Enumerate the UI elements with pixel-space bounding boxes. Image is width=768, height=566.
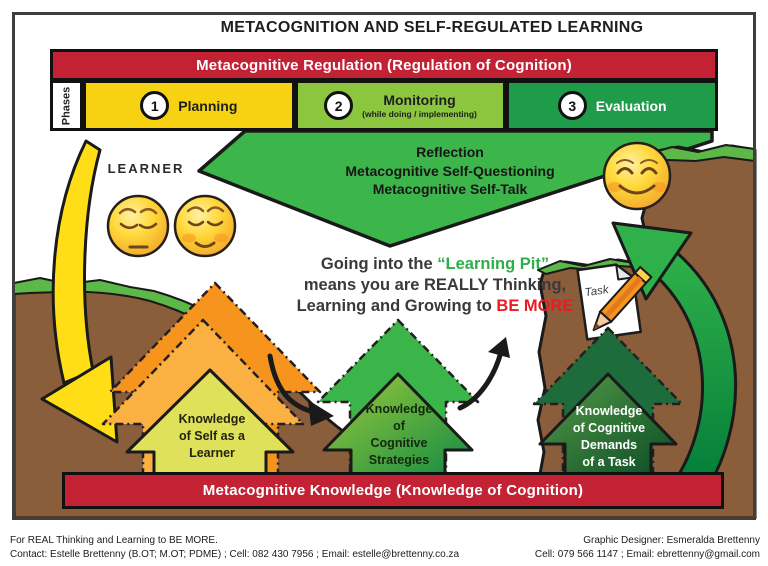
reflection-text: Reflection Metacognitive Self-Questionin… [285, 143, 615, 199]
footer-designer: Graphic Designer: Esmeralda Brettenny Ce… [430, 534, 760, 561]
task-note-label: Task [584, 284, 611, 299]
relieved-emoji-icon [173, 194, 237, 258]
reflection-down-arrow [197, 129, 714, 248]
knowledge-banner-label: Metacognitive Knowledge (Knowledge of Co… [202, 482, 584, 499]
reflection-line: Metacognitive Self-Talk [372, 181, 528, 197]
regulation-banner-label: Metacognitive Regulation (Regulation of … [196, 56, 572, 74]
phase-evaluation: 3 Evaluation [506, 80, 719, 131]
reflection-line: Reflection [416, 144, 484, 160]
pit-message-line-3: Learning and Growing to BE MORE [296, 297, 574, 315]
pencil-icon [592, 265, 653, 332]
phase-monitoring-sub-label: (while doing / implementing) [362, 108, 477, 119]
pit-message-line-1: Going into the “Learning Pit” [320, 255, 550, 273]
footer-designer-name: Graphic Designer: Esmeralda Brettenny [583, 535, 760, 546]
footer-designer-contact: Cell: 079 566 1147 ; Email: ebrettenny@g… [534, 548, 760, 560]
green-ascent-arrow [611, 221, 738, 502]
phase-planning: 1 Planning [83, 80, 295, 131]
phase-monitoring-labels: Monitoring (while doing / implementing) [362, 93, 477, 119]
footer-contact: For REAL Thinking and Learning to BE MOR… [10, 534, 480, 561]
phase-planning-label: Planning [178, 97, 238, 114]
cognitive-strategies-label: Knowledge of Cognitive Strategies [365, 402, 433, 467]
phase-number-badge: 1 [140, 91, 170, 120]
knowledge-self-label: Knowledge of Self as a Learner [178, 412, 246, 460]
be-more-highlight: BE MORE [496, 297, 574, 315]
regulation-banner: Metacognitive Regulation (Regulation of … [50, 49, 718, 81]
phase-monitoring-label: Monitoring [383, 91, 456, 108]
pensive-emoji-icon [106, 194, 170, 258]
happy-emoji-icon [602, 141, 672, 211]
learning-pit-highlight: “Learning Pit” [437, 255, 550, 273]
knowledge-banner: Metacognitive Knowledge (Knowledge of Co… [62, 472, 724, 509]
yellow-descent-arrow [40, 139, 119, 444]
page-title: METACOGNITION AND SELF-REGULATED LEARNIN… [220, 19, 644, 36]
phases-bar: Phases 1 Planning 2 Monitoring (while do… [50, 80, 719, 131]
cognitive-demands-label: Knowledge of Cognitive Demands of a Task [572, 404, 646, 469]
learner-label: LEARNER [107, 161, 185, 176]
phases-axis-label: Phases [50, 80, 83, 131]
reflection-line: Metacognitive Self-Questioning [345, 162, 555, 179]
footer-tagline: For REAL Thinking and Learning to BE MOR… [10, 535, 218, 546]
learning-pit-message: Going into the “Learning Pit” means you … [265, 254, 605, 317]
footer-contact-details: Contact: Estelle Brettenny (B.OT; M.OT; … [10, 548, 460, 560]
phase-monitoring: 2 Monitoring (while doing / implementing… [294, 80, 507, 131]
phase-number-badge: 3 [557, 91, 587, 120]
phase-evaluation-label: Evaluation [595, 97, 667, 114]
curved-arrow-into-pit [267, 353, 334, 426]
phase-number-badge: 2 [324, 91, 354, 120]
curved-arrow-out-of-pit [457, 337, 510, 411]
pit-message-line-2: means you are REALLY Thinking, [303, 276, 567, 294]
